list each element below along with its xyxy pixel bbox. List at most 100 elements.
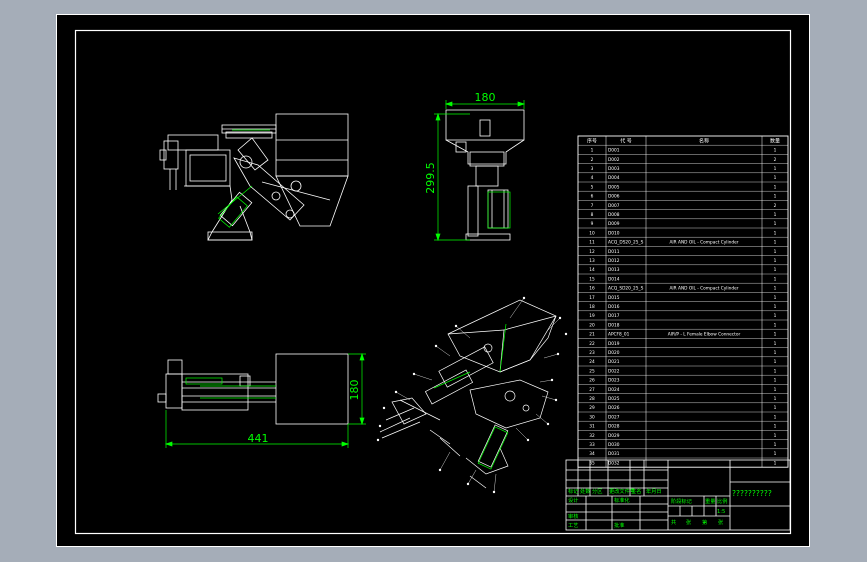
title-block-text: 标记 处数 分区 更改文件号 签名 年月日 设计 标准化 审核 工艺 批准 阶段… xyxy=(568,487,727,529)
tb-sheet-word-label-2: 张 xyxy=(718,518,724,526)
bom-cell: 8 xyxy=(591,212,594,218)
bom-cell: 15 xyxy=(589,276,595,282)
bom-cell: D002 xyxy=(608,157,620,163)
side-width-dimension: 441 xyxy=(248,432,269,445)
inner-frame xyxy=(74,29,792,535)
bom-cell: 1 xyxy=(774,341,777,347)
bom-header-cell: 代 号 xyxy=(620,138,632,145)
bom-cell: 1 xyxy=(774,442,777,448)
bom-cell: D016 xyxy=(608,304,620,310)
bom-cell: ACQ_SD20_25_S xyxy=(608,286,644,292)
title-block xyxy=(565,459,791,531)
top-view xyxy=(157,353,349,425)
tb-zone-label: 分区 xyxy=(592,487,602,495)
tb-scale-value: 1:5 xyxy=(717,509,725,515)
top-view-green xyxy=(164,352,366,448)
bom-cell: D032 xyxy=(608,460,620,466)
tb-approve-label: 批准 xyxy=(614,521,624,529)
bom-cell: 14 xyxy=(589,267,595,273)
bom-cell: D011 xyxy=(608,249,620,255)
bom-cell: 31 xyxy=(589,424,595,430)
bom-cell: D017 xyxy=(608,313,620,319)
tb-change-doc-label: 更改文件号 xyxy=(609,487,635,495)
bom-cell: 1 xyxy=(774,368,777,374)
outer-frame xyxy=(56,14,810,547)
bom-cell: D015 xyxy=(608,295,620,301)
bom-cell: 1 xyxy=(774,359,777,365)
bom-cell: D027 xyxy=(608,414,620,420)
bom-header-cell: 名称 xyxy=(699,138,709,145)
bom-cell: 3 xyxy=(591,166,594,172)
bom-cell: 30 xyxy=(589,414,595,420)
bom-cell: 23 xyxy=(589,350,595,356)
bom-cell: 21 xyxy=(589,332,595,338)
bom-cell: D028 xyxy=(608,424,620,430)
front-view-green xyxy=(434,100,526,242)
bom-cell: 1 xyxy=(774,175,777,181)
bom-cell: 1 xyxy=(774,230,777,236)
bom-cell: 1 xyxy=(774,313,777,319)
bom-cell: 27 xyxy=(589,387,595,393)
bom-cell: 1 xyxy=(774,424,777,430)
bom-cell: D005 xyxy=(608,184,620,190)
bom-cell: D019 xyxy=(608,341,620,347)
side-height-dimension: 180 xyxy=(348,380,361,401)
bom-cell: 13 xyxy=(589,258,595,264)
bom-cell: 16 xyxy=(589,286,595,292)
tb-design-label: 设计 xyxy=(568,496,578,504)
side-view-upper-green xyxy=(217,129,270,228)
bom-cell: 25 xyxy=(589,368,595,374)
bom-cell: 29 xyxy=(589,405,595,411)
bom-cell: AIR/P - L Female Elbow Connector xyxy=(668,332,741,338)
tb-weight-label: 重量 xyxy=(705,497,715,505)
bom-cell: 1 xyxy=(774,267,777,273)
bom-cell: ACQ_DS20_25_S xyxy=(608,240,644,246)
bom-cell: 1 xyxy=(774,295,777,301)
bom-cell: 17 xyxy=(589,295,595,301)
bom-cell: 4 xyxy=(591,175,594,181)
bom-cell: D006 xyxy=(608,194,620,200)
side-view-upper xyxy=(159,113,349,241)
bom-cell: D004 xyxy=(608,175,620,181)
bom-cell: 1 xyxy=(774,184,777,190)
bom-cell: D025 xyxy=(608,396,620,402)
bom-cell: 35 xyxy=(589,460,595,466)
tb-sheets-total-label: 共 xyxy=(671,518,676,526)
bom-cell: 1 xyxy=(774,322,777,328)
bom-cell: 1 xyxy=(774,405,777,411)
bom-cell: D008 xyxy=(608,212,620,218)
bom-cell: 1 xyxy=(774,451,777,457)
bom-cell: D022 xyxy=(608,368,620,374)
tb-stage-mark-label: 阶段标记 xyxy=(671,497,692,505)
bom-cell: 1 xyxy=(774,396,777,402)
bom-cell: 1 xyxy=(774,258,777,264)
bom-cell: 1 xyxy=(774,166,777,172)
bom-cell: 11 xyxy=(589,240,595,246)
bom-cell: D014 xyxy=(608,276,620,282)
bom-cell: 18 xyxy=(589,304,595,310)
bom-cell: 1 xyxy=(774,332,777,338)
bom-cell: D018 xyxy=(608,322,620,328)
bom-cell: 33 xyxy=(589,442,595,448)
bom-cell: 1 xyxy=(774,221,777,227)
bom-cell: 10 xyxy=(589,230,595,236)
bom-cell: 28 xyxy=(589,396,595,402)
bom-cell: D030 xyxy=(608,442,620,448)
bom-cell: 5 xyxy=(591,184,594,190)
bom-cell: 1 xyxy=(591,148,594,154)
isometric-view xyxy=(379,299,557,489)
bom-cell: 1 xyxy=(774,240,777,246)
drawing-title: ?????????? xyxy=(732,489,772,498)
bom-cell: 9 xyxy=(591,221,594,227)
bom-cell: 19 xyxy=(589,313,595,319)
bom-cell: 22 xyxy=(589,341,595,347)
bom-cell: 32 xyxy=(589,433,595,439)
front-width-dimension: 180 xyxy=(475,91,496,104)
bom-cell: 1 xyxy=(774,249,777,255)
bom-cell: D009 xyxy=(608,221,620,227)
bom-cell: 1 xyxy=(774,414,777,420)
bom-cell: D023 xyxy=(608,378,620,384)
isometric-leader-lines xyxy=(395,297,561,493)
bom-cell: D021 xyxy=(608,359,620,365)
